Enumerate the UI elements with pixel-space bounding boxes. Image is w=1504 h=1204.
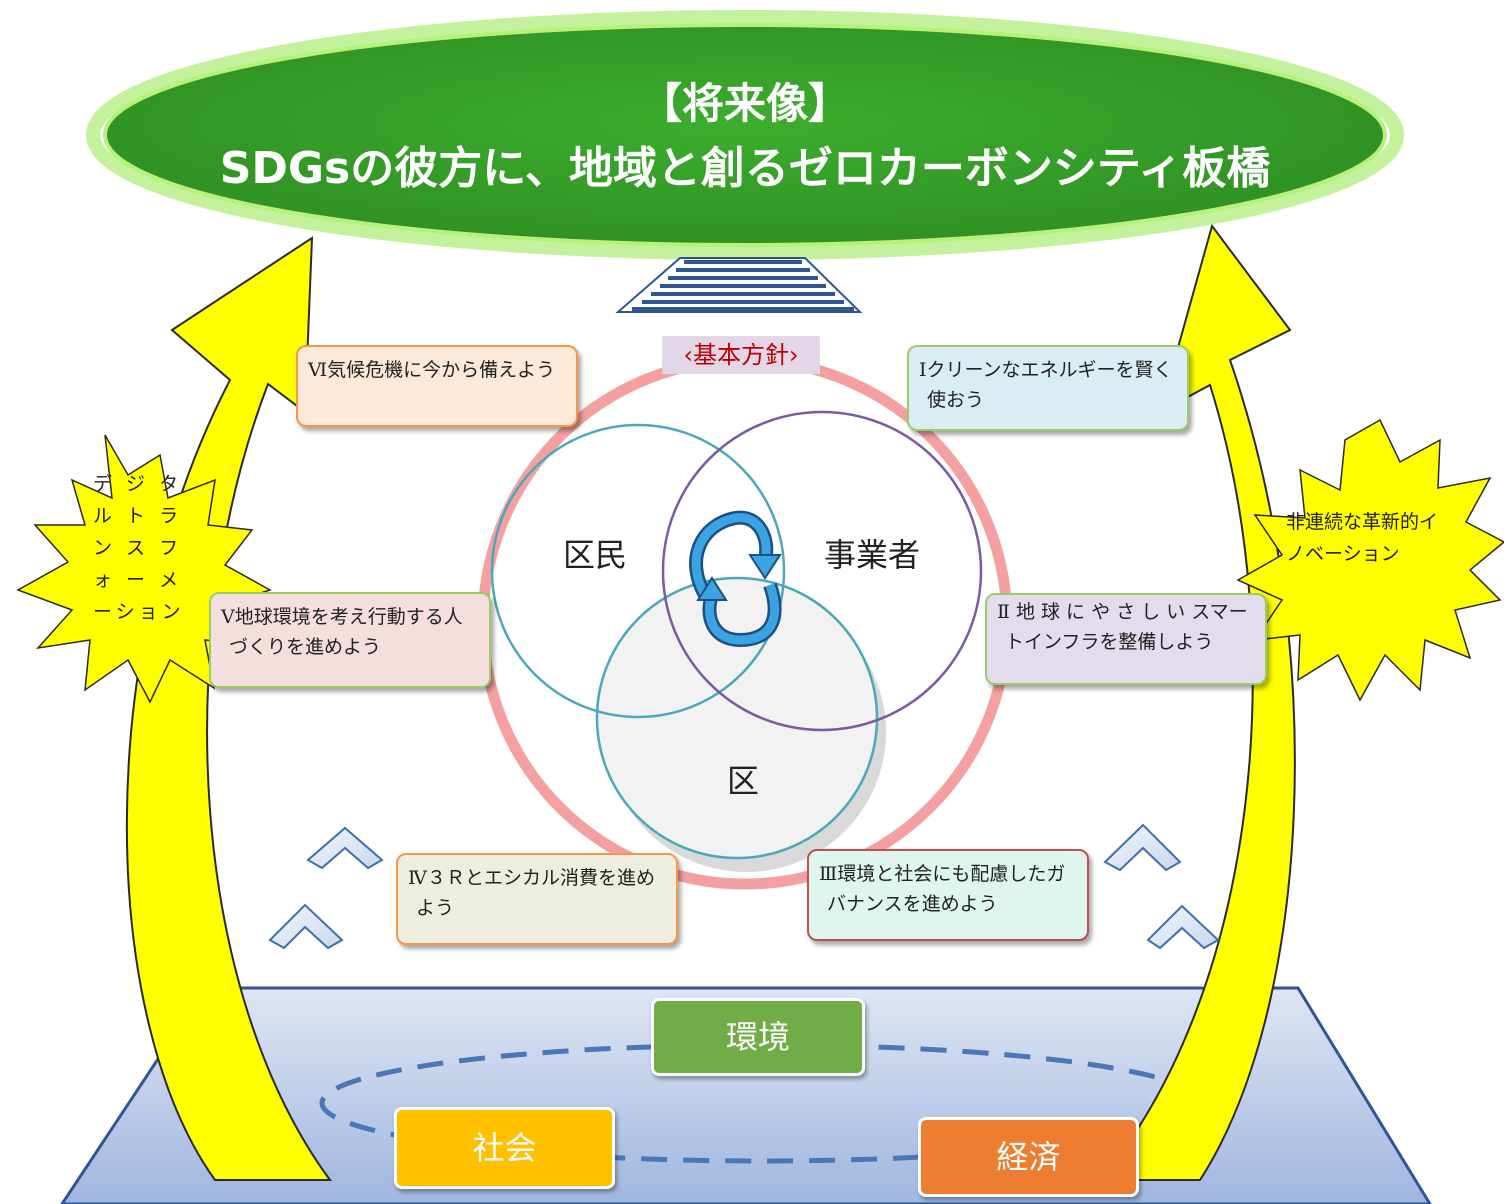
right-star-text: 非連続な革新的イノベーション — [1286, 511, 1439, 565]
title-ellipse — [103, 23, 1387, 247]
policy-box-i: Ⅰクリーンなエネルギーを賢く使おう — [907, 345, 1189, 431]
residents-circle — [490, 423, 786, 719]
basic-policy-label: ‹基本方針› — [662, 336, 820, 374]
title-line1: 【将来像】 — [639, 79, 850, 128]
right-starburst — [1236, 418, 1504, 702]
policy-box-iii: Ⅲ環境と社会にも配慮したガバナンスを進めよう — [807, 849, 1089, 941]
businesses-circle — [661, 410, 983, 732]
society-pillar: 社会 — [394, 1107, 615, 1189]
businesses-label: 事業者 — [824, 536, 921, 574]
policy-box-vi: Ⅵ気候危機に今から備えよう — [296, 345, 578, 427]
residents-label: 区民 — [563, 536, 628, 574]
left-star-text: デ ジ タ ル ト ラ ン ス フ ォ ー メ ーション — [93, 473, 185, 623]
economy-pillar: 経済 — [918, 1117, 1139, 1197]
policy-box-v: Ⅴ地球環境を考え行動する人づくりを進めよう — [209, 592, 491, 688]
policy-box-ii: Ⅱ 地 球 に や さ し い スマートインフラを整備しよう — [985, 593, 1267, 685]
striped-trapezoid — [615, 257, 863, 313]
right-chevrons — [1103, 823, 1220, 950]
left-starburst — [16, 434, 272, 704]
right-yellow-arrow — [1097, 223, 1296, 1181]
ward-label: 区 — [727, 762, 760, 800]
title-line2: SDGsの彼方に、地域と創るゼロカーボンシティ板橋 — [219, 143, 1271, 194]
policy-box-iv: Ⅳ３Ｒとエシカル消費を進めよう — [396, 853, 678, 945]
left-yellow-arrow — [125, 236, 332, 1181]
ward-circle — [595, 576, 879, 860]
environment-pillar: 環境 — [651, 998, 865, 1076]
title-ellipse-glow — [86, 10, 1404, 260]
left-chevrons — [268, 826, 384, 950]
cycle-arrows-icon — [689, 510, 782, 648]
